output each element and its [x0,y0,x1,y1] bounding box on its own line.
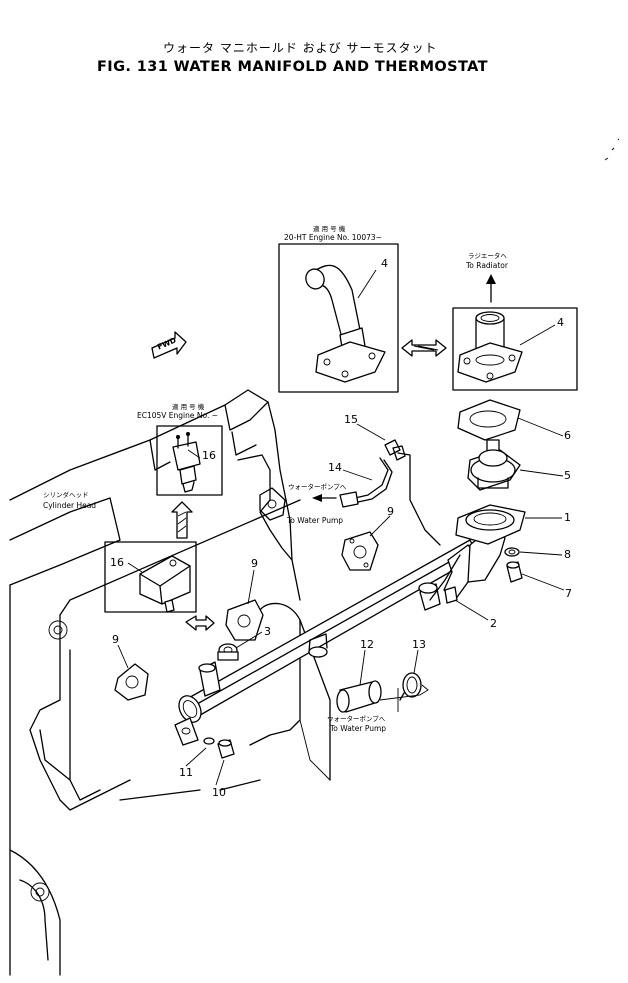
callout-9-upper: 9 [387,505,394,518]
callout-11: 11 [179,766,193,779]
callout-10: 10 [212,786,226,799]
note-pump-lower-jp: ウォーターポンプへ [327,715,386,723]
note-pump-lower-en: To Water Pump [330,724,387,733]
callout-6: 6 [564,429,571,442]
title-japanese: ウォータ マニホールド および サーモスタット [163,41,438,55]
box-ec105v-block [104,541,197,613]
arrows [151,274,496,631]
note-20ht-en: 20-HT Engine No. 10073~ [284,233,382,242]
callout-16-upper: 16 [202,449,216,462]
cylinder-head-drawing [9,389,331,976]
note-20ht-jp: 適 用 号 機 [313,225,346,233]
callout-2: 2 [490,617,497,630]
callout-8: 8 [564,548,571,561]
thermostat-drawing [457,399,521,491]
callout-15: 15 [344,413,358,426]
callout-14: 14 [328,461,342,474]
callout-12: 12 [360,638,374,651]
note-pump-upper-jp: ウォーターポンプへ [288,483,347,491]
leader-lines [117,269,565,786]
callout-4-right: 4 [557,316,564,329]
callout-16-lower: 16 [110,556,124,569]
callout-3: 3 [264,625,271,638]
box-ec105v [156,425,223,496]
note-cylinder-en: Cylinder Head [43,501,97,510]
callout-13: 13 [412,638,426,651]
note-cylinder-jp: シリンダヘッド [43,491,89,499]
callout-7: 7 [565,587,572,600]
note-radiator-en: To Radiator [466,261,508,270]
note-pump-upper-en: To Water Pump [287,516,344,525]
callout-9-middle: 9 [251,557,258,570]
box-20ht [278,243,399,393]
callout-4-upper: 4 [381,257,388,270]
note-ec105v-jp: 適 用 号 機 [172,403,205,411]
box-standard-outlet [452,307,578,391]
callout-9-left: 9 [112,633,119,646]
water-manifold-drawing [114,439,526,759]
callout-1: 1 [564,511,571,524]
note-radiator-jp: ラジエータへ [468,252,507,260]
note-ec105v-en: EC105V Engine No. ~ [137,411,219,420]
figure-title: FIG. 131 WATER MANIFOLD AND THERMOSTAT [97,59,488,75]
callout-5: 5 [564,469,571,482]
